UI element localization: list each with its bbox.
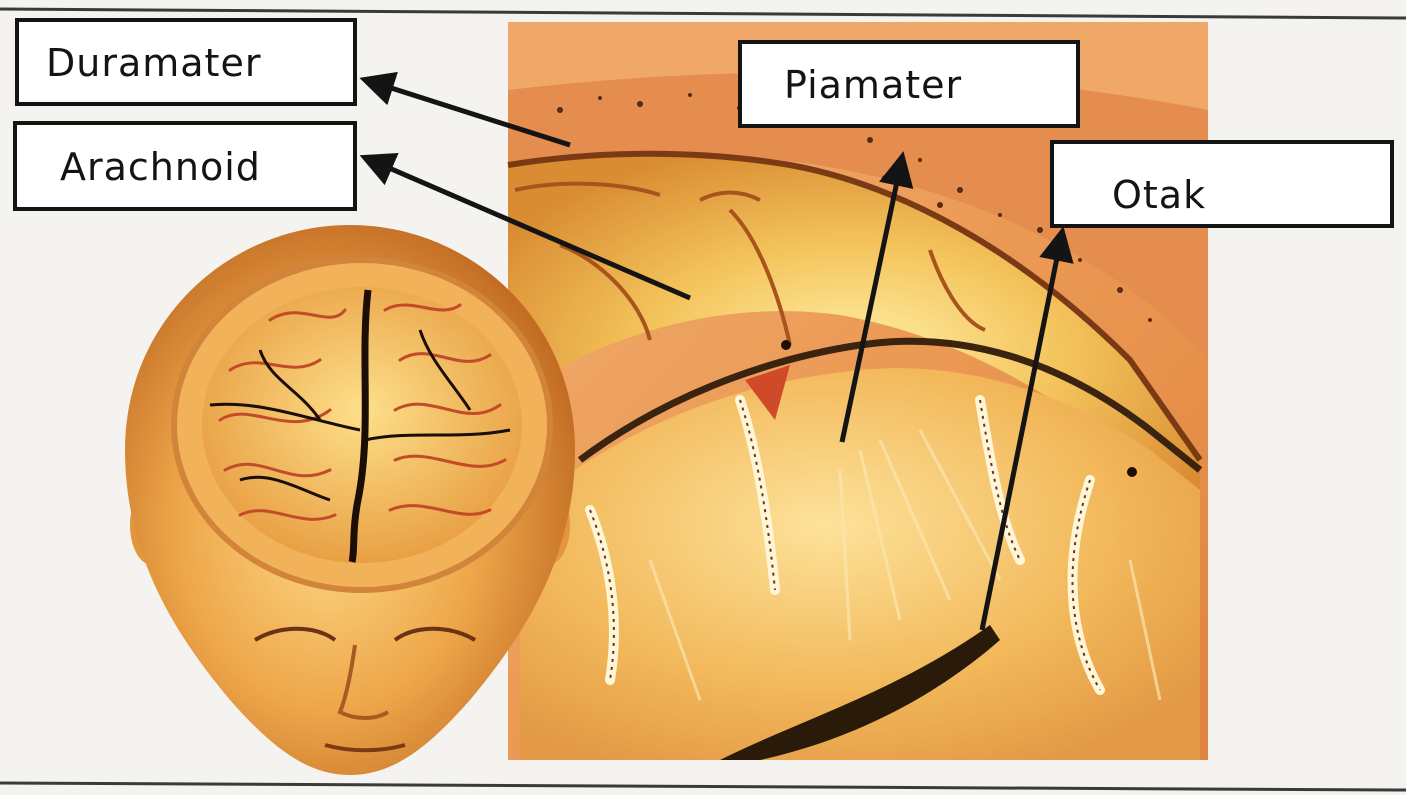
vessel-dot [781, 340, 791, 350]
label-box [1052, 142, 1392, 226]
label-text-otak: Otak [1112, 173, 1206, 217]
vessel-dot [1127, 467, 1137, 477]
label-arachnoid: Arachnoid [15, 123, 355, 209]
label-text-piamater: Piamater [784, 63, 962, 107]
head-illustration [125, 225, 575, 775]
label-piamater: Piamater [740, 42, 1078, 126]
label-text-duramater: Duramater [46, 41, 261, 85]
label-otak: Otak [1052, 142, 1392, 226]
page-top-edge [0, 9, 1406, 18]
page-bottom-edge [0, 783, 1406, 790]
meninges-cross-section [508, 22, 1208, 760]
label-text-arachnoid: Arachnoid [60, 145, 261, 189]
label-duramater: Duramater [17, 20, 355, 104]
